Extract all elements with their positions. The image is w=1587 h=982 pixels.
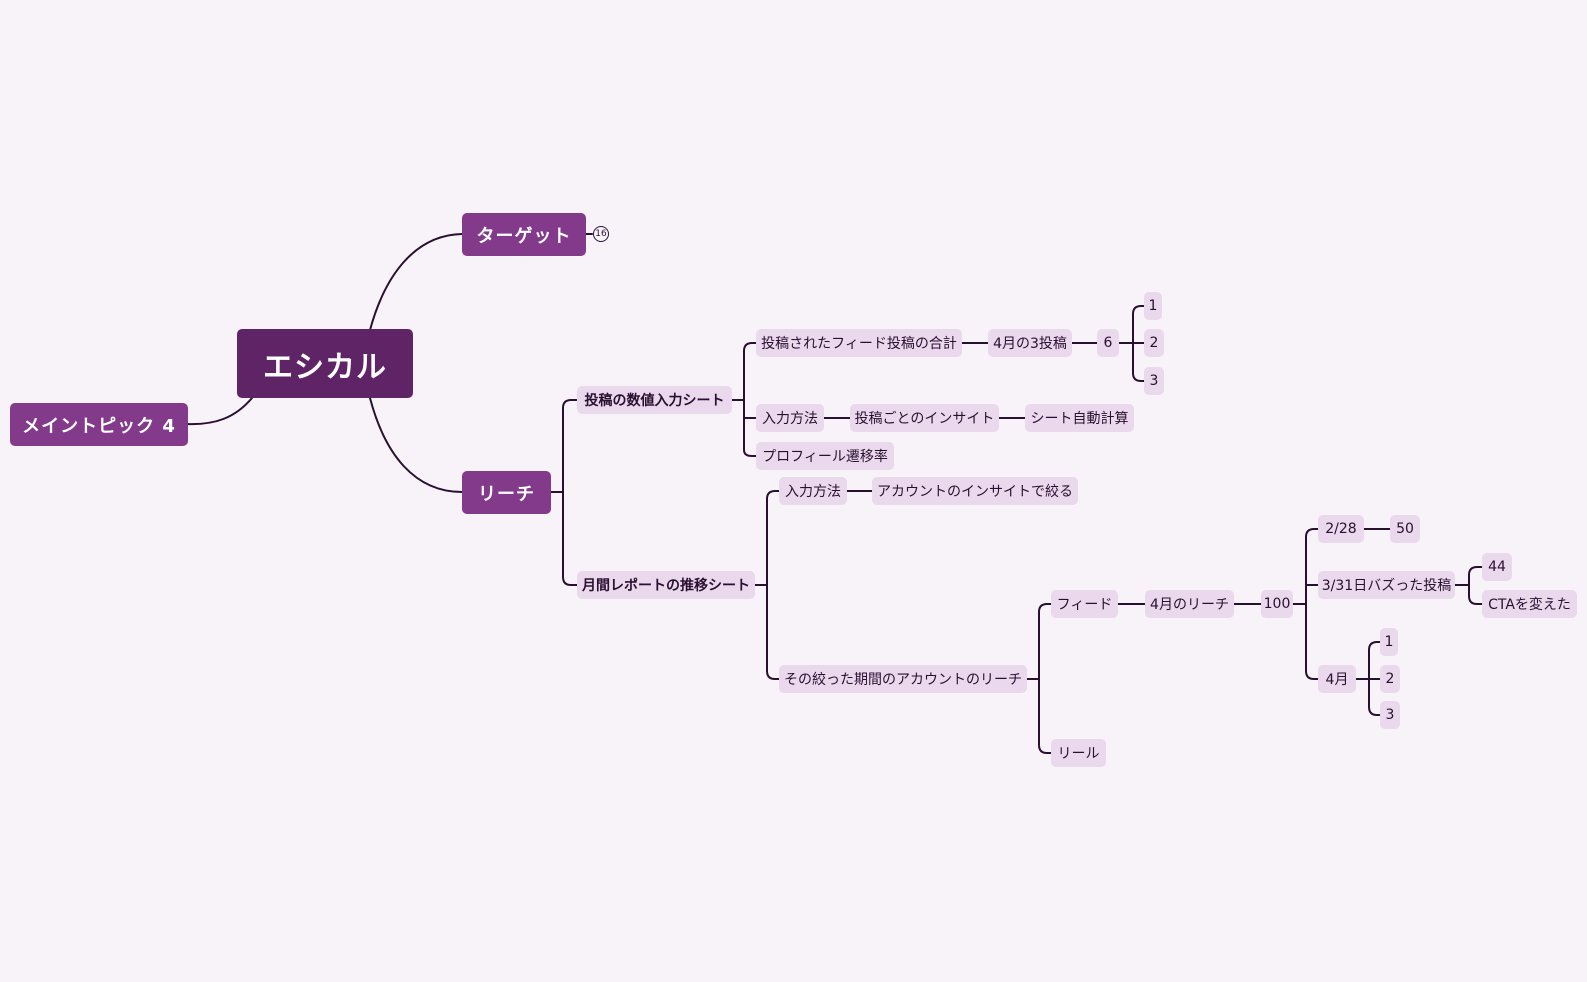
- subtopic-mar31-value[interactable]: 44: [1482, 553, 1512, 581]
- subtopic-item[interactable]: 2: [1144, 329, 1164, 357]
- subtopic-feb28-value[interactable]: 50: [1390, 515, 1420, 543]
- subtopic-april-item[interactable]: 1: [1380, 628, 1398, 656]
- subtopic-mar31-buzz[interactable]: 3/31日バズった投稿: [1318, 571, 1455, 599]
- subtopic-monthly-sheet[interactable]: 月間レポートの推移シート: [577, 571, 755, 599]
- collapsed-count-badge[interactable]: 16: [593, 226, 609, 242]
- connector-value-bracket: [1292, 528, 1319, 680]
- main-topic-4[interactable]: メイントピック 4: [10, 403, 188, 446]
- connector-period-reach-bracket: [1026, 603, 1052, 754]
- connector-post-sheet-bracket: [730, 342, 757, 457]
- subtopic-reel[interactable]: リール: [1051, 739, 1106, 767]
- main-topic-target[interactable]: ターゲット: [462, 213, 586, 256]
- subtopic-input-method[interactable]: 入力方法: [756, 404, 824, 432]
- subtopic-feb28[interactable]: 2/28: [1318, 515, 1364, 543]
- subtopic-cta-changed[interactable]: CTAを変えた: [1482, 590, 1577, 618]
- subtopic-feed[interactable]: フィード: [1051, 590, 1118, 618]
- subtopic-period-reach[interactable]: その絞った期間のアカウントのリーチ: [779, 665, 1027, 693]
- subtopic-monthly-input-method[interactable]: 入力方法: [779, 477, 847, 505]
- subtopic-feed-total[interactable]: 投稿されたフィード投稿の合計: [756, 329, 962, 357]
- connector-root-reach: [369, 397, 463, 493]
- subtopic-april-item[interactable]: 2: [1380, 665, 1400, 693]
- subtopic-post-sheet[interactable]: 投稿の数値入力シート: [577, 386, 732, 414]
- subtopic-april-posts[interactable]: 4月の3投稿: [988, 329, 1072, 357]
- subtopic-count[interactable]: 6: [1097, 329, 1119, 357]
- subtopic-april-item[interactable]: 3: [1380, 701, 1400, 729]
- connector-april-bracket: [1355, 641, 1381, 716]
- connector-reach-bracket: [549, 399, 578, 586]
- connector-monthly-sheet-bracket: [753, 490, 780, 680]
- subtopic-april-reach[interactable]: 4月のリーチ: [1145, 590, 1234, 618]
- connector-mar31-bracket: [1454, 566, 1483, 605]
- subtopic-item[interactable]: 3: [1144, 367, 1164, 395]
- subtopic-item[interactable]: 1: [1144, 292, 1162, 320]
- subtopic-april[interactable]: 4月: [1318, 665, 1356, 693]
- subtopic-profile-rate[interactable]: プロフィール遷移率: [756, 442, 894, 470]
- central-topic[interactable]: エシカル: [237, 329, 413, 398]
- connector-root-target: [369, 233, 463, 331]
- main-topic-reach[interactable]: リーチ: [462, 471, 551, 514]
- subtopic-value-100[interactable]: 100: [1261, 590, 1293, 618]
- subtopic-auto-calc[interactable]: シート自動計算: [1025, 404, 1134, 432]
- subtopic-insight-per-post[interactable]: 投稿ごとのインサイト: [850, 404, 999, 432]
- connector-root-topic4: [186, 397, 253, 426]
- connector-count-bracket: [1132, 305, 1145, 382]
- subtopic-account-insight[interactable]: アカウントのインサイトで絞る: [872, 477, 1078, 505]
